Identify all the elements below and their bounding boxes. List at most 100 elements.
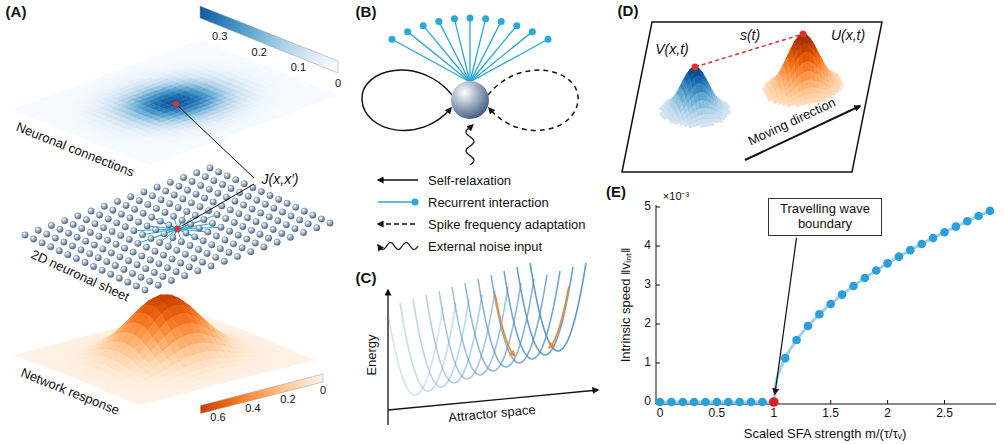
neuron-dot (235, 232, 241, 238)
neuron-dot (240, 202, 246, 208)
neuron-dot (143, 244, 149, 250)
neuron-dot (245, 193, 251, 199)
neuron-dot (186, 264, 192, 270)
neuron-dot (114, 220, 120, 226)
neuron-dot (65, 230, 71, 236)
neuron-dot (271, 205, 277, 211)
neuron-dot (88, 208, 94, 214)
neuron-dot (130, 249, 136, 255)
motion-arrow (495, 294, 515, 356)
neuron-dot (188, 200, 194, 206)
neuron-dot (213, 233, 219, 239)
neuron-dot (30, 236, 36, 242)
neuron-dot (252, 240, 258, 246)
neuron-dot (176, 183, 182, 189)
neuron-dot (91, 242, 97, 248)
neuron-dot (96, 212, 102, 218)
neuron-dot (209, 242, 215, 248)
neuron-dot (168, 277, 174, 283)
neuron-dot (109, 228, 115, 234)
neuron-dot (48, 244, 54, 250)
neuron-dot (266, 214, 272, 220)
neuron-dot (180, 174, 186, 180)
neuron-dot (170, 213, 176, 219)
neuron-dot (213, 254, 219, 260)
surface-cell (135, 401, 147, 405)
neuron-dot (116, 275, 122, 281)
energy-well (517, 267, 573, 355)
neuron-dot (83, 238, 89, 244)
neuron-dot (144, 223, 150, 229)
neuron-dot (139, 231, 145, 237)
neuron-dot (191, 234, 197, 240)
neuron-dot (122, 224, 128, 230)
neuron-dot (223, 215, 229, 221)
neuron-dot (125, 258, 131, 264)
neuron-dot (261, 244, 267, 250)
neuron-dot (90, 263, 96, 269)
neuron-dot (205, 229, 211, 235)
panel-a (12, 6, 338, 414)
neuron-dot (121, 245, 127, 251)
neuron-dot (154, 184, 160, 190)
neuron-dot (234, 253, 240, 259)
neuron-dot (121, 266, 127, 272)
neuron-dot (52, 235, 58, 241)
neuron-dot (166, 222, 172, 228)
neuron-dot (210, 199, 216, 205)
neuron-dot (209, 220, 215, 226)
motion-arrow (549, 286, 569, 348)
neuron-dot (217, 245, 223, 251)
neuron-dot (166, 201, 172, 207)
input-dot (467, 15, 474, 22)
neuron-dot (198, 182, 204, 188)
input-dot (404, 28, 411, 35)
neuron-dot (287, 234, 293, 240)
neuron-dot (184, 208, 190, 214)
neuron-dot (126, 236, 132, 242)
neuron-dot (206, 186, 212, 192)
neuron-dot (160, 252, 166, 258)
neuron-dot (160, 273, 166, 279)
neuron-dot (86, 251, 92, 257)
recurrent-link (439, 21, 470, 82)
neuron-dot (194, 170, 200, 176)
neuron-dot (279, 230, 285, 236)
energy-well (530, 263, 586, 351)
recurrent-link (470, 26, 517, 82)
neuron-dot (184, 187, 190, 193)
neuron-dot (195, 268, 201, 274)
neuron-dot (39, 240, 45, 246)
neuron-dot (104, 258, 110, 264)
neuron-dot (82, 259, 88, 265)
panel-c (387, 263, 598, 425)
neuron-dot (57, 226, 63, 232)
neuron-dot (253, 218, 259, 224)
feature-plane (622, 22, 882, 172)
neuron-dot (135, 240, 141, 246)
neuron-dot (180, 196, 186, 202)
neuron-dot (261, 222, 267, 228)
neuron-dot (187, 242, 193, 248)
neuron-dot (163, 188, 169, 194)
neuron-dot (233, 177, 239, 183)
neuron-dot (270, 226, 276, 232)
neuron-dot (151, 269, 157, 275)
neuron-dot (128, 194, 134, 200)
self-relaxation-loop (362, 70, 452, 130)
neuron-dot (131, 206, 137, 212)
neuron-dot (108, 271, 114, 277)
leader-line (182, 184, 254, 226)
neuron-dot (296, 217, 302, 223)
neuron-dot (83, 217, 89, 223)
neuron-dot (142, 287, 148, 293)
neuron-dot (143, 265, 149, 271)
recurrent-link (470, 39, 548, 82)
neuron-dot (118, 211, 124, 217)
neuron-dot (258, 210, 264, 216)
neuron-dot (92, 221, 98, 227)
neuron-dot (141, 189, 147, 195)
v-bump (659, 67, 732, 128)
panel-d (622, 22, 882, 172)
neuron (451, 81, 489, 119)
